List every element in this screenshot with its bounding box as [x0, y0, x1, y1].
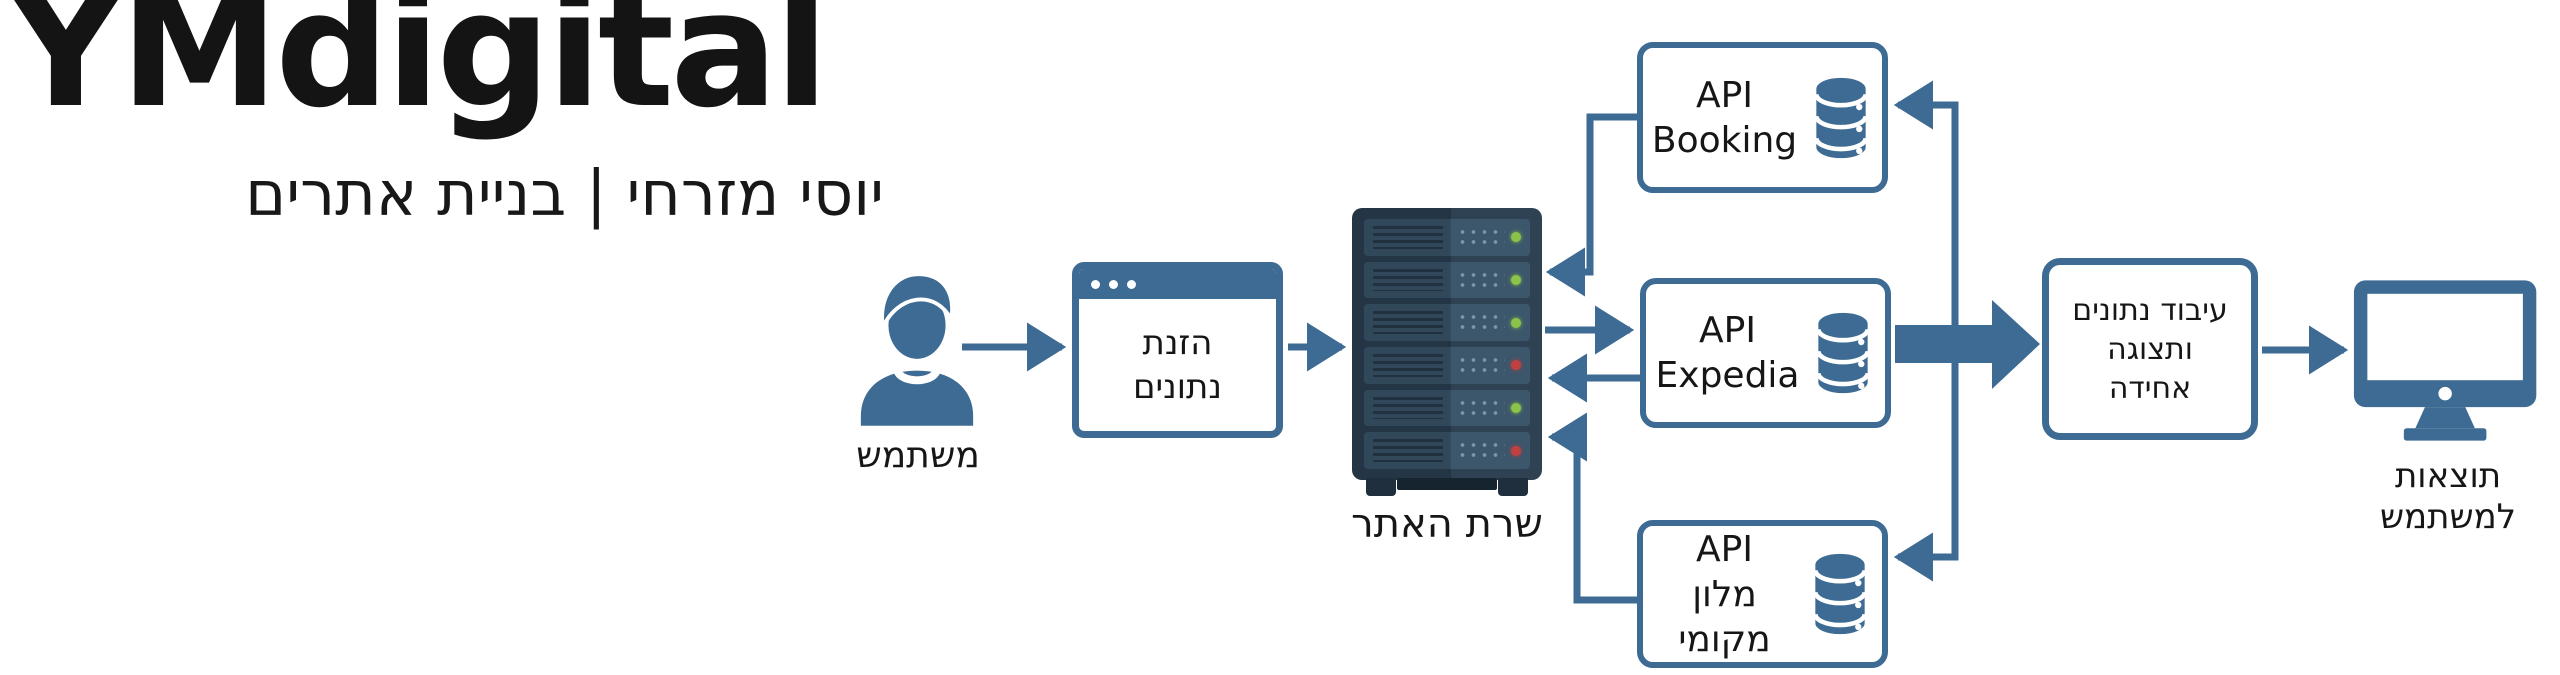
processing-box: עיבוד נתונים ותצוגה אחידה — [2042, 258, 2258, 440]
server-rack-icon — [1352, 208, 1542, 496]
results-label: תוצאות למשתמש — [2348, 456, 2548, 539]
browser-dot-icon — [1091, 279, 1100, 289]
ports-icon — [1456, 227, 1506, 249]
ports-icon — [1456, 312, 1506, 334]
brand-tagline: יוסי מזרחי | בניית אתרים — [245, 157, 884, 230]
data-entry-line2: נתונים — [1133, 367, 1223, 407]
database-icon — [1816, 312, 1871, 394]
server-foot — [1366, 478, 1396, 496]
status-led — [1511, 275, 1521, 285]
vents-icon — [1373, 396, 1443, 420]
server-unit — [1364, 304, 1530, 342]
status-led — [1511, 360, 1521, 371]
vents-icon — [1373, 225, 1443, 249]
server-unit — [1364, 219, 1530, 256]
server-unit — [1364, 261, 1530, 299]
api-local-hotel-line2: מלון מקומי — [1678, 573, 1771, 660]
brand-logo: YMdigital — [8, 0, 829, 143]
ports-icon — [1456, 397, 1506, 420]
processing-line2: ותצוגה — [2107, 331, 2193, 367]
api-booking-line1: API — [1696, 74, 1753, 116]
server-unit — [1364, 389, 1530, 427]
data-entry-line1: הזנת — [1142, 322, 1213, 363]
monitor-icon — [2353, 280, 2537, 441]
status-led — [1511, 232, 1521, 243]
api-booking-box: API Booking — [1637, 42, 1888, 193]
vents-icon — [1373, 268, 1443, 292]
api-expedia-line1: API — [1699, 310, 1756, 351]
api-booking-text: API Booking — [1652, 73, 1797, 163]
arrow-local-hotel-to-server — [1547, 412, 1637, 604]
results-line1: תוצאות — [2394, 456, 2502, 496]
server-label: שרת האתר — [1351, 501, 1543, 547]
api-local-hotel-text: API מלון מקומי — [1653, 527, 1796, 662]
results-line2: למשתמש — [2379, 497, 2517, 538]
server-unit — [1364, 432, 1530, 470]
api-local-hotel-box: API מלון מקומי — [1637, 520, 1888, 668]
processing-line1: עיבוד נתונים — [2072, 292, 2228, 328]
browser-titlebar — [1079, 269, 1276, 299]
data-entry-box: הזנת נתונים — [1072, 262, 1283, 438]
database-icon — [1813, 553, 1867, 635]
browser-dot-icon — [1109, 279, 1118, 289]
ports-icon — [1456, 440, 1506, 462]
ports-icon — [1456, 355, 1506, 377]
status-led — [1511, 317, 1521, 328]
api-expedia-text: API Expedia — [1656, 308, 1800, 398]
user-icon — [860, 272, 974, 426]
data-entry-text: הזנת נתונים — [1079, 299, 1276, 431]
vents-icon — [1373, 311, 1443, 335]
thick-arrow-expedia-to-processing — [1895, 300, 2040, 389]
user-label: משתמש — [856, 435, 980, 476]
database-icon — [1814, 77, 1869, 158]
processing-line3: אחידה — [2108, 370, 2192, 406]
vents-icon — [1373, 353, 1443, 377]
api-booking-line2: Booking — [1651, 119, 1798, 161]
server-unit — [1364, 347, 1530, 384]
arrow-booking-to-server — [1545, 113, 1637, 297]
ports-icon — [1456, 269, 1506, 291]
server-base — [1397, 478, 1497, 490]
status-led — [1511, 445, 1521, 456]
server-foot — [1498, 478, 1528, 496]
api-expedia-box: API Expedia — [1640, 278, 1891, 428]
api-local-hotel-line1: API — [1696, 528, 1753, 570]
browser-dot-icon — [1127, 279, 1136, 289]
api-expedia-line2: Expedia — [1655, 355, 1800, 396]
vents-icon — [1373, 439, 1443, 463]
status-led — [1511, 403, 1521, 414]
